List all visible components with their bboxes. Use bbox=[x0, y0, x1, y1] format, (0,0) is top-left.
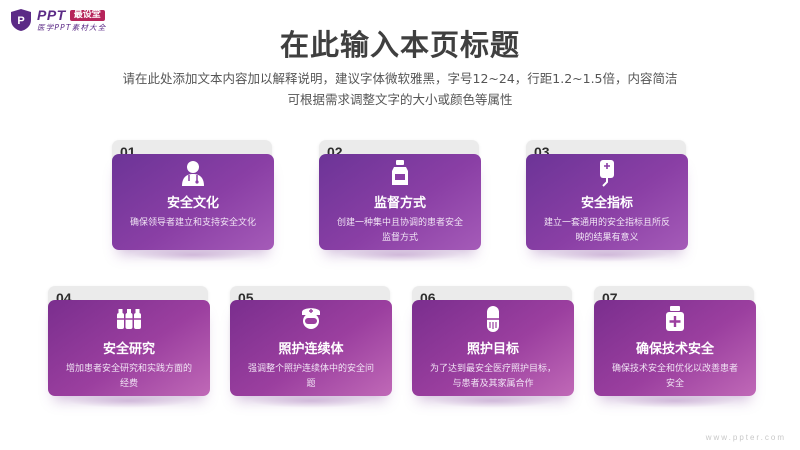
card-title: 安全指标 bbox=[580, 196, 633, 211]
nurse-icon bbox=[302, 308, 320, 329]
page-title: 在此输入本页标题 bbox=[279, 28, 520, 62]
medicine-box-icon bbox=[666, 306, 684, 331]
card-04[interactable]: 04 安全研究 增加患者安全研究和实践方面的经费 bbox=[48, 286, 210, 408]
card-title: 确保技术安全 bbox=[635, 342, 714, 357]
subtitle-line: 请在此处添加文本内容加以解释说明，建议字体微软雅黑，字号12~24，行距1.2~… bbox=[122, 71, 678, 86]
card-title: 监督方式 bbox=[373, 196, 426, 211]
card-front: 照护目标 为了达到最安全医疗照护目标，与患者及其家属合作 bbox=[412, 300, 574, 396]
iv-bag-icon bbox=[600, 160, 614, 187]
capsule-icon bbox=[487, 306, 499, 332]
bottles-icon bbox=[117, 309, 141, 329]
card-description: 增加患者安全研究和实践方面的经费 bbox=[65, 364, 192, 389]
logo-ppt-text: PPT bbox=[37, 7, 66, 24]
card-02[interactable]: 02 监督方式 创建一种集中且协调的患者安全监督方式 bbox=[319, 140, 481, 262]
card-front: 安全指标 建立一套通用的安全指标且所反映的结果有意义 bbox=[526, 154, 688, 250]
page-subtitle: 请在此处添加文本内容加以解释说明，建议字体微软雅黑，字号12~24，行距1.2~… bbox=[100, 68, 700, 110]
card-title: 安全文化 bbox=[166, 196, 219, 211]
card-title: 安全研究 bbox=[102, 342, 155, 357]
card-description: 为了达到最安全医疗照护目标，与患者及其家属合作 bbox=[429, 364, 556, 389]
card-01[interactable]: 01 安全文化 确保领导者建立和支持安全文化 bbox=[112, 140, 274, 262]
card-description: 确保技术安全和优化以改善患者安全 bbox=[611, 364, 738, 389]
card-title: 照护连续体 bbox=[278, 342, 344, 357]
card-06[interactable]: 06 照护目标 为了达到最安全医疗照护目标，与患者及其家属合作 bbox=[412, 286, 574, 408]
card-title: 照护目标 bbox=[466, 342, 519, 357]
svg-text:P: P bbox=[17, 15, 24, 27]
card-front: 确保技术安全 确保技术安全和优化以改善患者安全 bbox=[594, 300, 756, 396]
card-03[interactable]: 03 安全指标 建立一套通用的安全指标且所反映的结果有意义 bbox=[526, 140, 688, 262]
card-05[interactable]: 05 照护连续体 强调整个照护连续体中的安全问题 bbox=[230, 286, 392, 408]
subtitle-line: 可根据需求调整文字的大小或颜色等属性 bbox=[287, 92, 513, 107]
brand-logo: P PPT 最设堂 医学PPT素材大全 bbox=[10, 8, 106, 32]
shield-logo-icon: P bbox=[11, 9, 31, 31]
card-description: 建立一套通用的安全指标且所反映的结果有意义 bbox=[543, 218, 670, 243]
watermark-text: www.ppter.com bbox=[705, 433, 786, 442]
card-front: 照护连续体 强调整个照护连续体中的安全问题 bbox=[230, 300, 392, 396]
card-front: 安全文化 确保领导者建立和支持安全文化 bbox=[112, 154, 274, 250]
logo-brand-badge: 最设堂 bbox=[69, 9, 105, 21]
card-07[interactable]: 07 确保技术安全 确保技术安全和优化以改善患者安全 bbox=[594, 286, 756, 408]
card-front: 监督方式 创建一种集中且协调的患者安全监督方式 bbox=[319, 154, 481, 250]
card-description: 创建一种集中且协调的患者安全监督方式 bbox=[336, 218, 463, 243]
card-description: 强调整个照护连续体中的安全问题 bbox=[247, 364, 374, 389]
logo-subtitle: 医学PPT素材大全 bbox=[37, 23, 107, 33]
card-description: 确保领导者建立和支持安全文化 bbox=[129, 218, 256, 228]
card-front: 安全研究 增加患者安全研究和实践方面的经费 bbox=[48, 300, 210, 396]
medicine-bottle-icon bbox=[392, 160, 408, 185]
doctor-icon bbox=[182, 161, 204, 186]
